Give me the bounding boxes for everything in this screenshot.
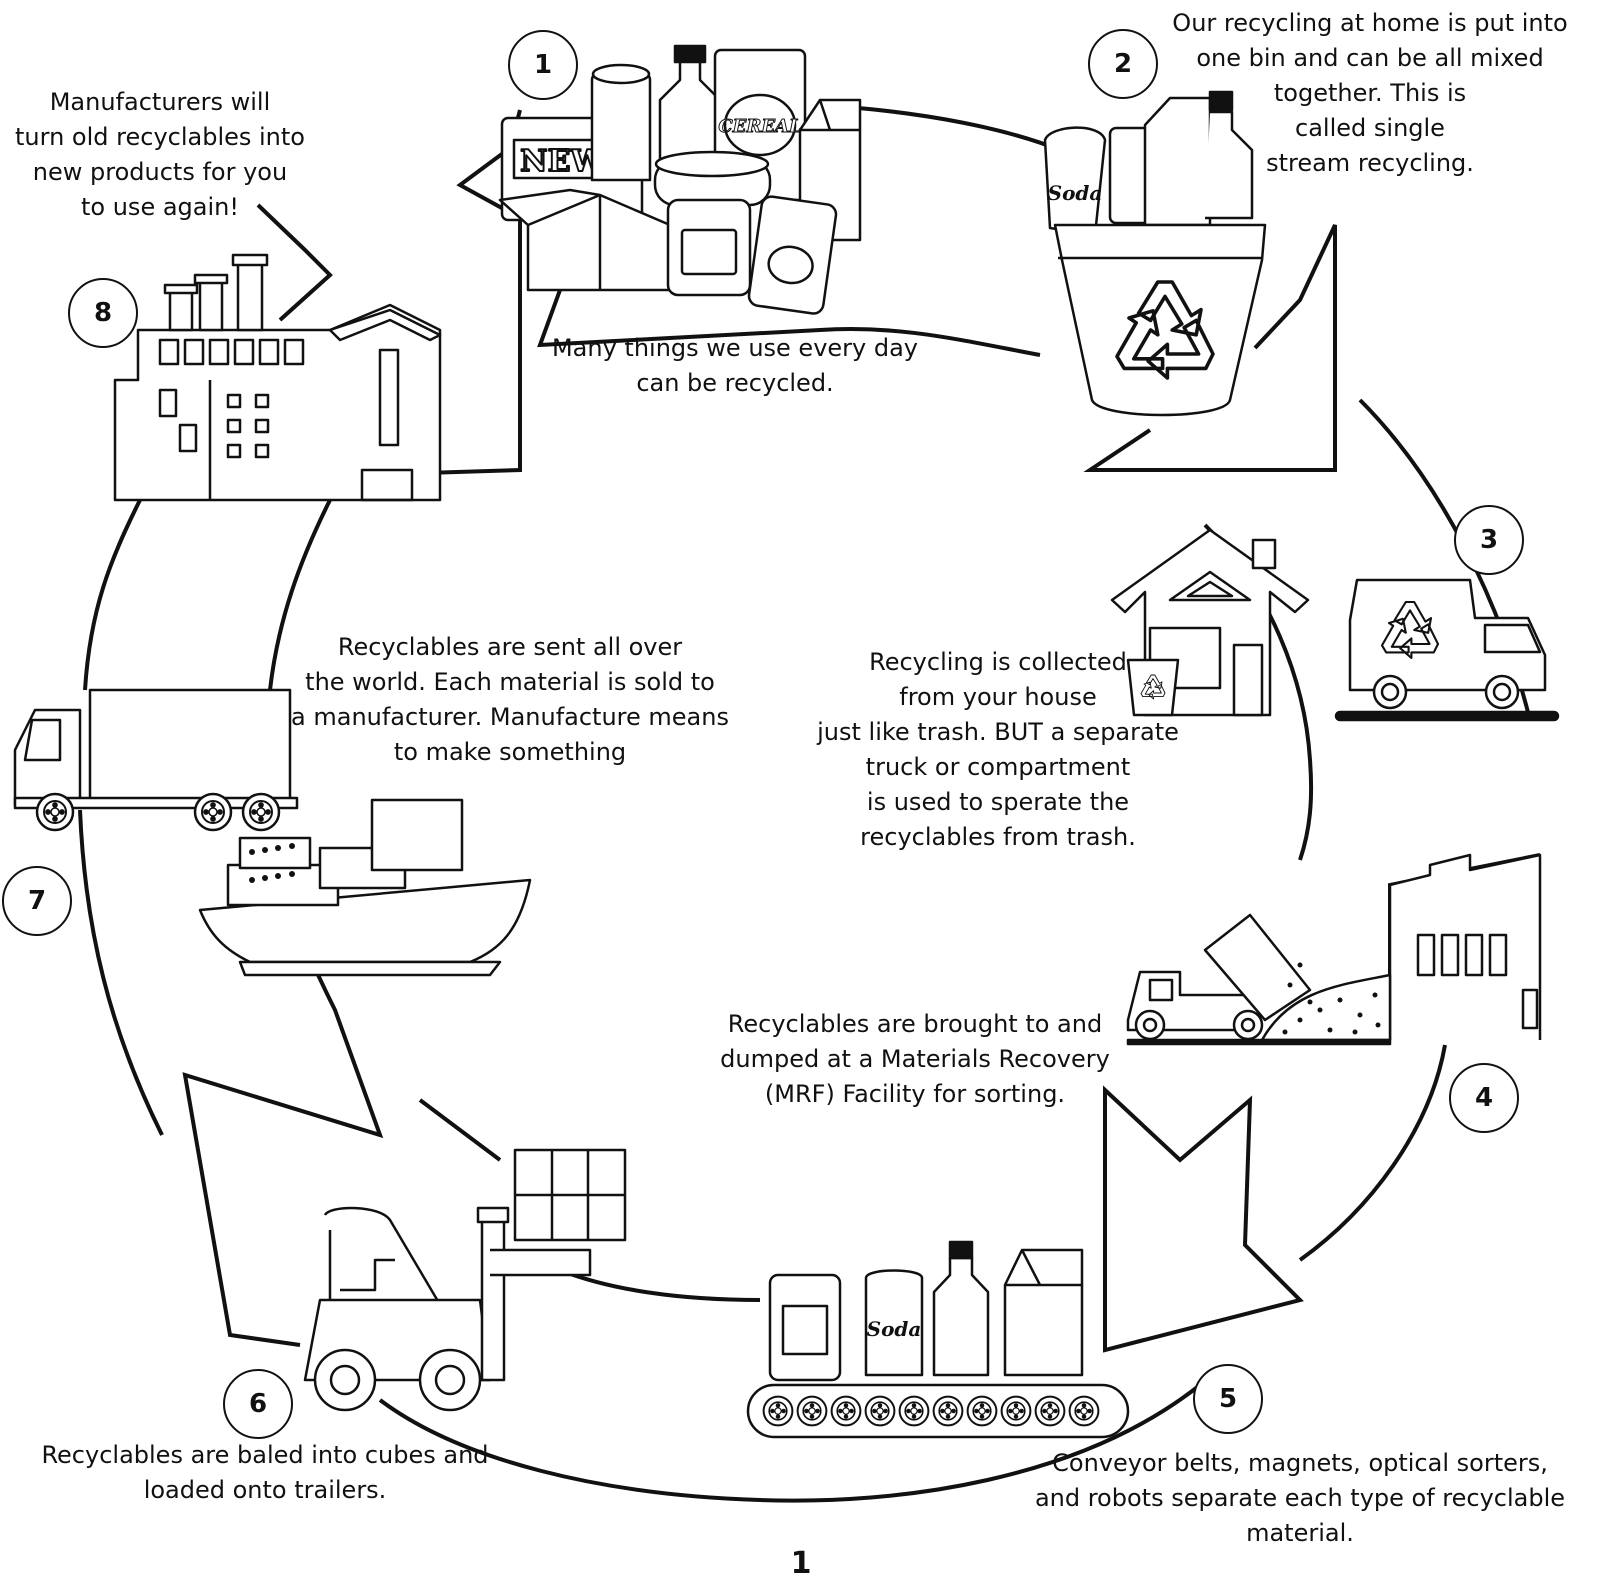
- step-7-illustration: [13, 688, 532, 977]
- cycle-arrow-7-8: [268, 499, 332, 691]
- step-4-caption: Recyclables are brought to and dumped at…: [720, 1010, 1110, 1108]
- step-7-caption: Recyclables are sent all over the world.…: [291, 633, 729, 766]
- cycle-arrow-1-2: [537, 289, 1041, 357]
- step-8-badge: 8: [68, 278, 138, 348]
- step-4-illustration: [1126, 853, 1542, 1046]
- step-3-badge: 3: [1454, 505, 1524, 575]
- cycle-arrow-8-1: [256, 203, 333, 322]
- soda-can-icon: [1043, 126, 1107, 237]
- step-2-illustration: Soda: [1043, 90, 1267, 417]
- cycle-arrow-5-6: [559, 1268, 761, 1302]
- recycling-bin-small-icon: [1126, 658, 1180, 717]
- milk-carton-icon: [1003, 1248, 1084, 1377]
- cardboard-box-icon: [498, 188, 672, 292]
- svg-text:Soda: Soda: [867, 1317, 922, 1341]
- cycle-arrow-4-5: [1298, 1044, 1447, 1262]
- step-5-badge: 5: [1193, 1364, 1263, 1434]
- bottle-icon: [932, 1256, 990, 1377]
- step-1-caption: Many things we use every day can be recy…: [551, 334, 919, 397]
- trailer-box-icon: [88, 688, 292, 807]
- step-7-badge: 7: [2, 866, 72, 936]
- cycle-arrow-7-8: [83, 499, 142, 691]
- step-5-illustration: Soda: [746, 1240, 1130, 1439]
- step-5-caption: Conveyor belts, magnets, optical sorters…: [1034, 1449, 1566, 1547]
- debris-pile: [1260, 973, 1392, 1042]
- cycle-arrow-2-3: [1083, 224, 1337, 472]
- step-8-illustration: [113, 253, 442, 502]
- step-2-caption: Our recycling at home is put into one bi…: [1172, 9, 1568, 177]
- step-1-illustration: NEWS CEREAL: [498, 44, 862, 315]
- bottle-icon: [1205, 110, 1254, 220]
- soda-can-icon: [864, 1269, 924, 1377]
- step-6-badge: 6: [223, 1369, 293, 1439]
- step-4-badge: 4: [1449, 1063, 1519, 1133]
- cycle-arrow-4-5: [1103, 1085, 1304, 1353]
- cycle-arrow-5-6: [378, 1383, 1202, 1503]
- step-1-badge: 1: [508, 30, 578, 100]
- step-3-caption: Recycling is collected from your house j…: [817, 648, 1179, 851]
- step-3-illustration: [1110, 528, 1560, 722]
- step-8-caption: Manufacturers will turn old recyclables …: [15, 88, 305, 221]
- step-6-caption: Recyclables are baled into cubes and loa…: [41, 1441, 489, 1504]
- step-6-illustration: [303, 1148, 627, 1412]
- svg-text:CEREAL: CEREAL: [718, 116, 801, 137]
- page-number: 1: [790, 1546, 812, 1581]
- garbage-truck-icon: [1348, 578, 1547, 692]
- cycle-arrow-6-7: [78, 809, 164, 1136]
- svg-text:Soda: Soda: [1048, 181, 1103, 205]
- recycling-bin-icon: [1053, 223, 1267, 417]
- step-2-badge: 2: [1088, 29, 1158, 99]
- cycle-arrow-6-7: [418, 1098, 502, 1162]
